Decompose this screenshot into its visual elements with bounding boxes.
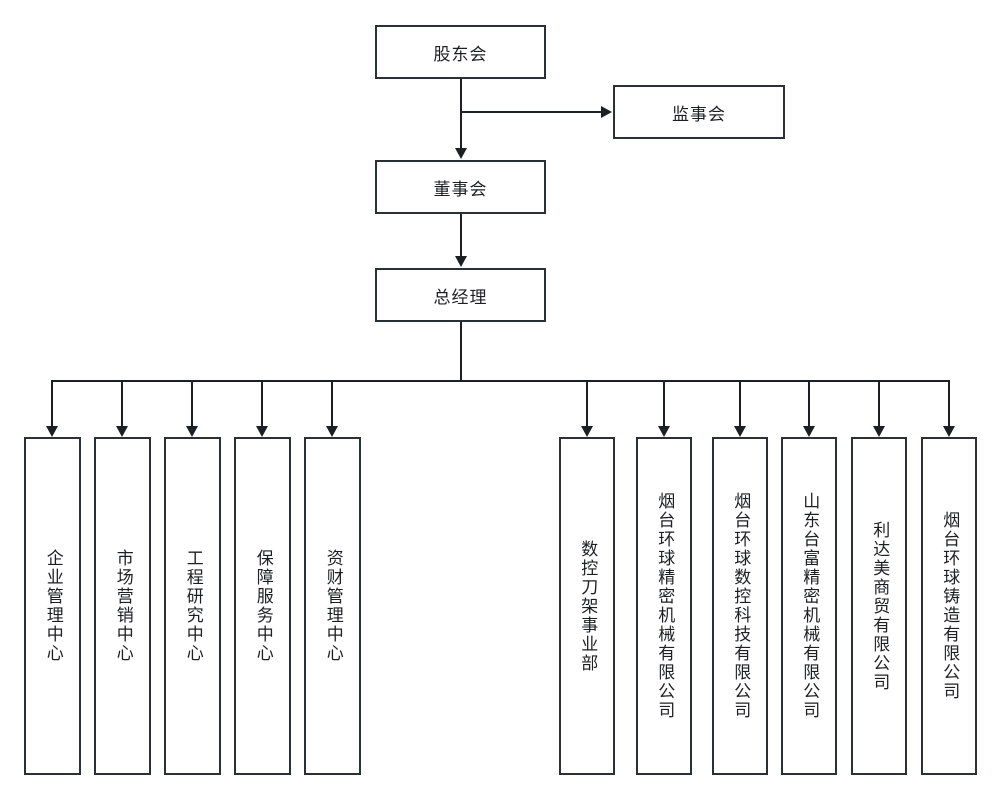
node-sub-shandong-taifu-precision-machinery[interactable]: 山东台富精密机械有限公司 — [781, 437, 837, 775]
arrowhead-shareholders-to-board — [455, 148, 467, 159]
droplink-sub1 — [586, 380, 588, 428]
arrowhead-shareholders-to-supervisors — [601, 106, 612, 118]
connector-board-to-gm — [460, 214, 462, 257]
connector-horizontal-bus — [51, 380, 949, 382]
arrowhead-dept5 — [326, 426, 338, 437]
node-label: 数控刀架事业部 — [577, 539, 598, 673]
connector-gm-to-bus — [460, 322, 462, 381]
node-general-manager[interactable]: 总经理 — [375, 268, 546, 322]
node-label: 董事会 — [433, 179, 488, 200]
droplink-sub4 — [808, 380, 810, 428]
node-label: 保障服务中心 — [252, 549, 273, 663]
arrowhead-sub2 — [658, 426, 670, 437]
node-shareholders-meeting[interactable]: 股东会 — [375, 25, 546, 79]
droplink-dept4 — [261, 380, 263, 428]
node-dept-finance-management-center[interactable]: 资财管理中心 — [304, 437, 361, 775]
node-label: 山东台富精密机械有限公司 — [799, 492, 820, 720]
node-label: 烟台环球数控科技有限公司 — [730, 492, 751, 720]
arrowhead-sub5 — [873, 426, 885, 437]
droplink-sub3 — [739, 380, 741, 428]
node-dept-enterprise-management-center[interactable]: 企业管理中心 — [24, 437, 81, 775]
node-label: 烟台环球铸造有限公司 — [939, 511, 960, 701]
node-label: 市场营销中心 — [112, 549, 133, 663]
droplink-dept3 — [191, 380, 193, 428]
droplink-dept2 — [121, 380, 123, 428]
arrowhead-dept3 — [186, 426, 198, 437]
node-dept-engineering-research-center[interactable]: 工程研究中心 — [164, 437, 221, 775]
node-label: 利达美商贸有限公司 — [869, 520, 890, 692]
node-label: 监事会 — [672, 104, 726, 125]
arrowhead-sub3 — [734, 426, 746, 437]
node-sub-lidamei-trading[interactable]: 利达美商贸有限公司 — [851, 437, 907, 775]
arrowhead-sub6 — [943, 426, 955, 437]
connector-shareholders-to-supervisors — [460, 111, 602, 113]
node-sub-cnc-turret-division[interactable]: 数控刀架事业部 — [559, 437, 615, 775]
node-sub-yantai-global-precision-machinery[interactable]: 烟台环球精密机械有限公司 — [636, 437, 692, 775]
droplink-sub6 — [948, 380, 950, 428]
arrowhead-board-to-gm — [455, 256, 467, 267]
droplink-dept5 — [331, 380, 333, 428]
arrowhead-dept1 — [46, 426, 58, 437]
node-label: 工程研究中心 — [182, 549, 203, 663]
droplink-sub5 — [878, 380, 880, 428]
arrowhead-dept2 — [116, 426, 128, 437]
node-sub-yantai-global-cnc-technology[interactable]: 烟台环球数控科技有限公司 — [712, 437, 768, 775]
arrowhead-dept4 — [256, 426, 268, 437]
node-sub-yantai-global-casting[interactable]: 烟台环球铸造有限公司 — [921, 437, 977, 775]
node-board-of-directors[interactable]: 董事会 — [375, 160, 546, 214]
droplink-dept1 — [51, 380, 53, 428]
node-board-of-supervisors[interactable]: 监事会 — [613, 85, 785, 139]
node-label: 总经理 — [433, 287, 488, 308]
node-label: 烟台环球精密机械有限公司 — [654, 492, 675, 720]
node-dept-marketing-center[interactable]: 市场营销中心 — [94, 437, 151, 775]
node-dept-support-service-center[interactable]: 保障服务中心 — [234, 437, 291, 775]
node-label: 企业管理中心 — [42, 549, 63, 663]
arrowhead-sub1 — [581, 426, 593, 437]
droplink-sub2 — [663, 380, 665, 428]
arrowhead-sub4 — [803, 426, 815, 437]
node-label: 股东会 — [433, 44, 488, 65]
connector-shareholders-to-board — [460, 79, 462, 149]
node-label: 资财管理中心 — [322, 549, 343, 663]
